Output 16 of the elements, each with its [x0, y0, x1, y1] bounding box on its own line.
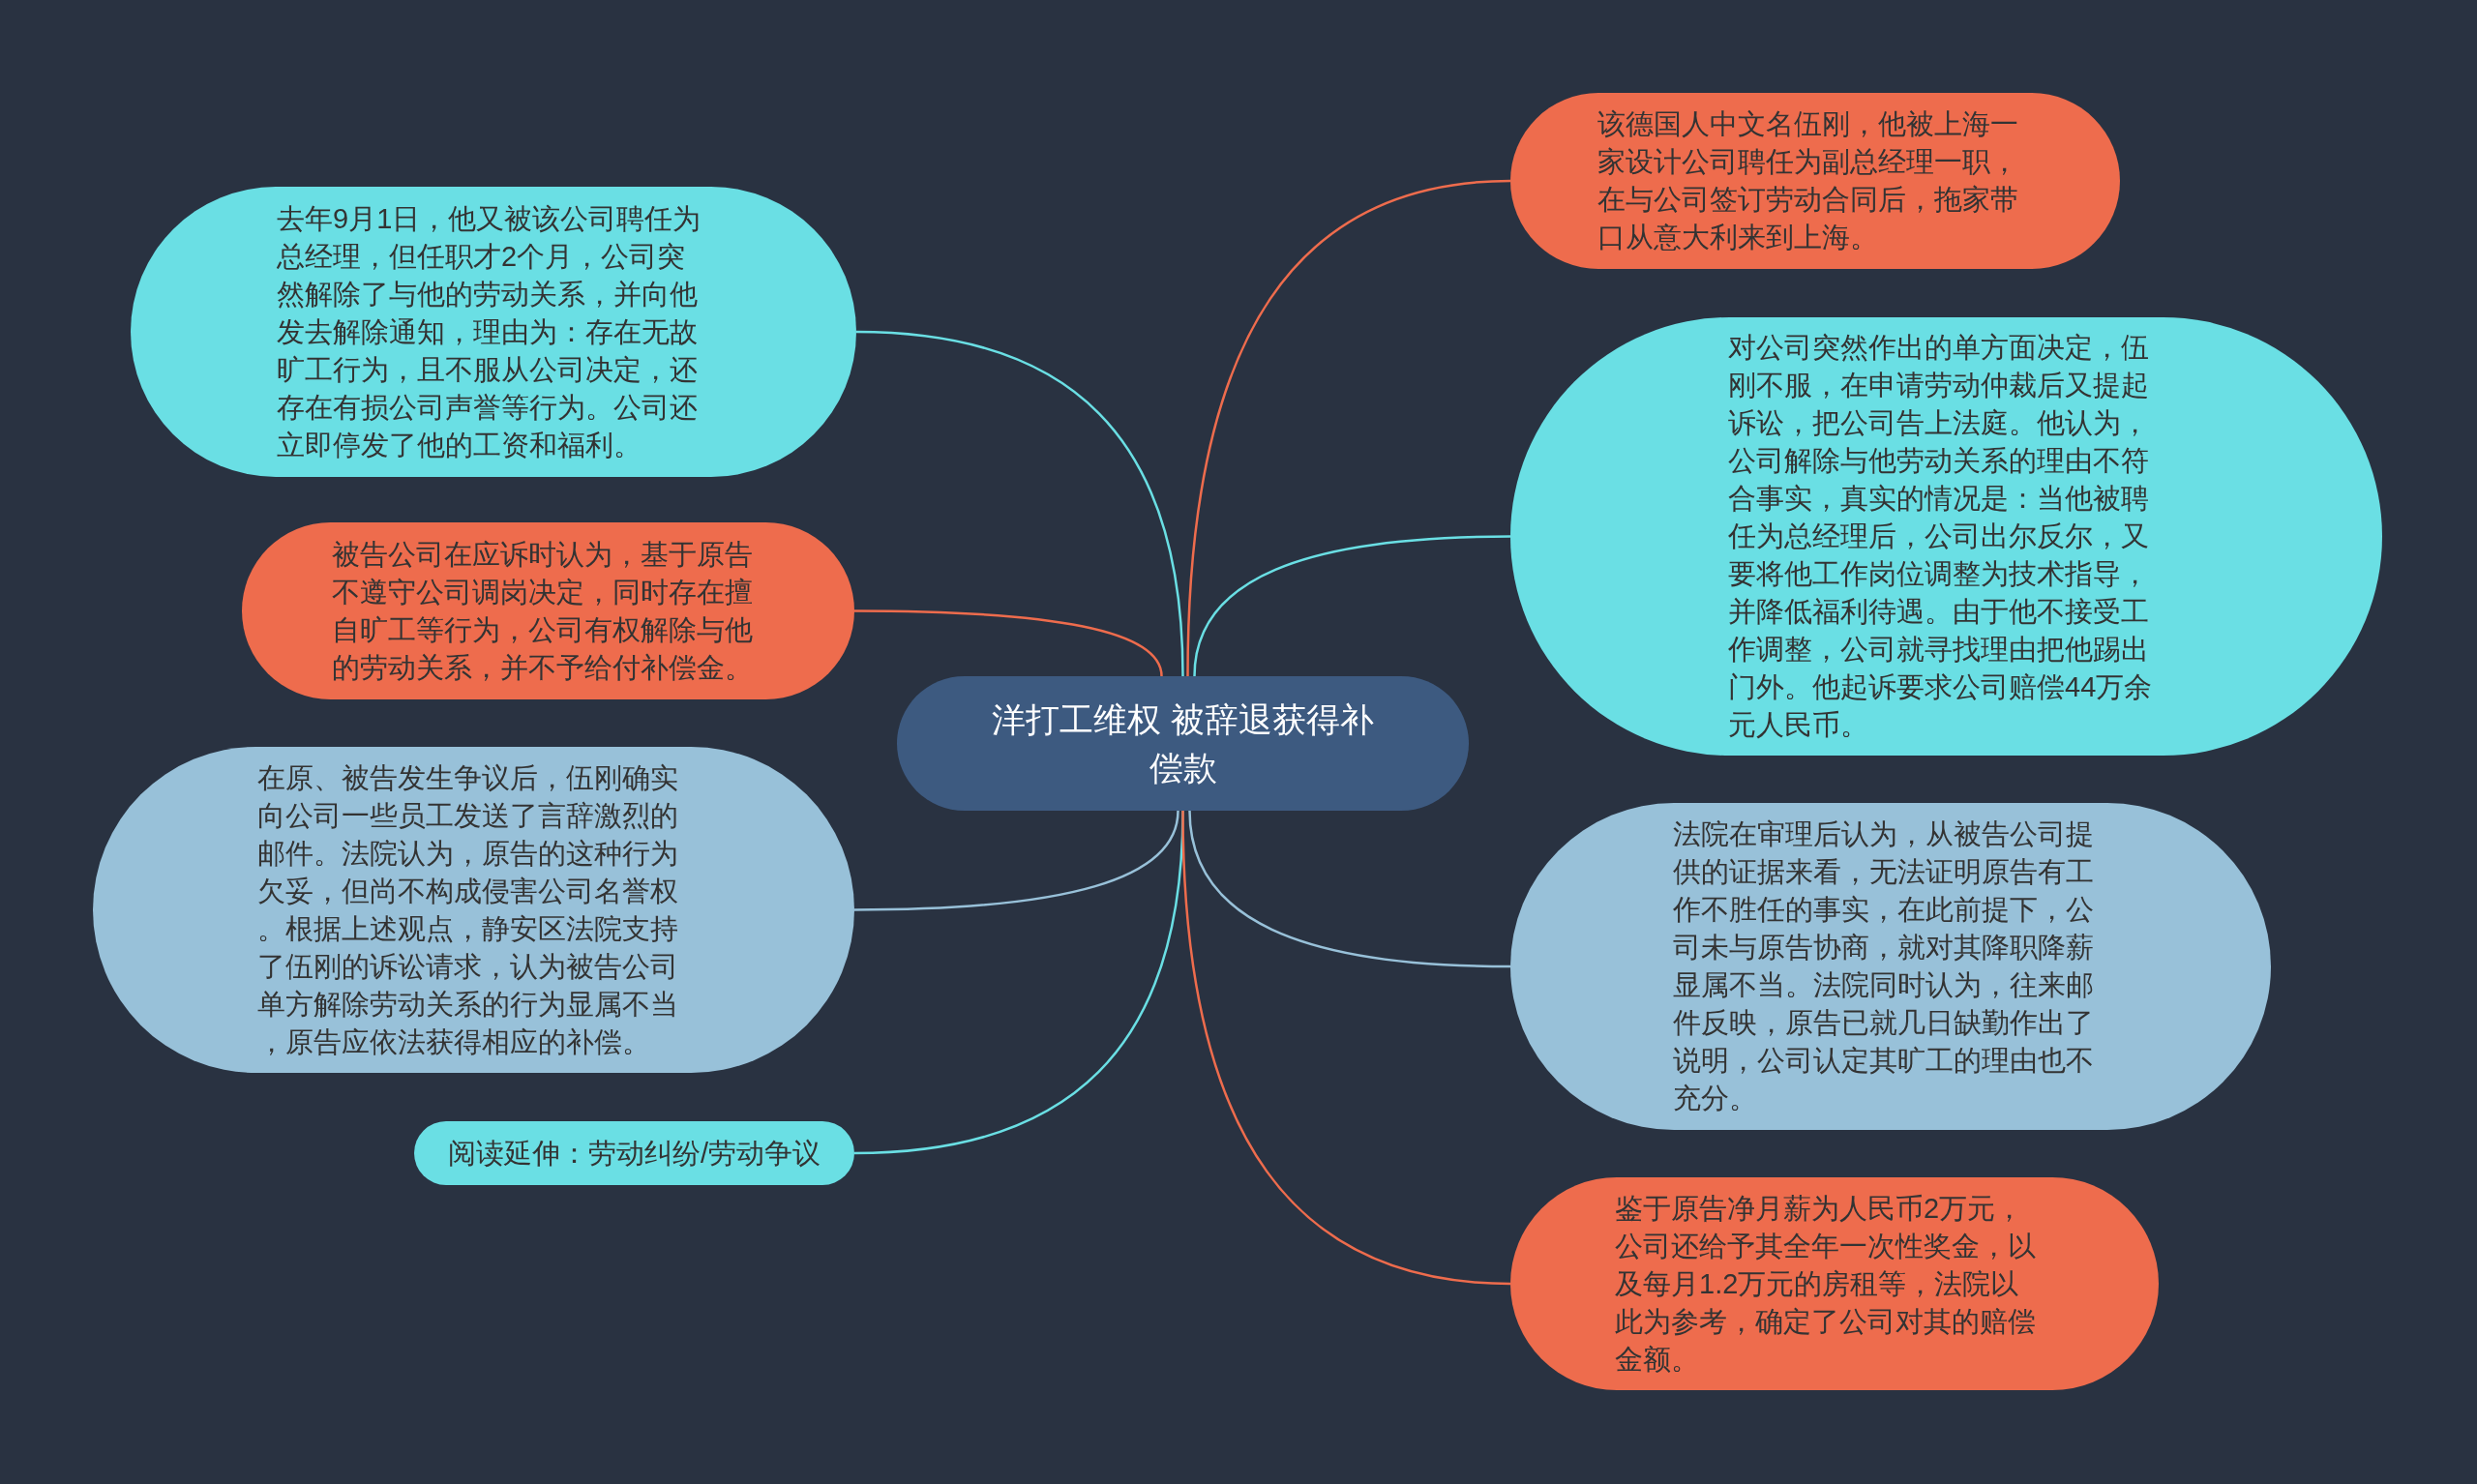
connector-line — [1186, 179, 1511, 677]
central-topic-text: 洋打工维权 被辞退获得补偿款 — [991, 698, 1375, 788]
topic-text: 在原、被告发生争议后，伍刚确实向公司一些员工发送了言辞激烈的邮件。法院认为，原告的这种行为欠妥，但尚不构成侵害公司名誉权。根据上述观点，静安区法院支持了伍刚的诉讼请求，认为被告公司单方解除劳动关系的行为显属不当，原告应依法获得相应的补偿。 — [257, 760, 679, 1059]
connector-line — [1193, 535, 1511, 677]
topic-text: 法院在审理后认为，从被告公司提供的证据来看，无法证明原告有工作不胜任的事实，在此前提下，公司未与原告协商，就对其降职降薪显属不当。法院同时认为，往来邮件反映，原告已就几日缺勤作出了说明，公司认定其旷工的理由也不充分。 — [1673, 817, 2095, 1115]
topic-text: 鉴于原告净月薪为人民币2万元，公司还给予其全年一次性奖金，以及每月1.2万元的房租等，法院以此为参考，确定了公司对其的赔偿金额。 — [1615, 1191, 2037, 1377]
connector-line — [1181, 810, 1511, 1286]
connector-line — [854, 810, 1179, 911]
topic-text: 阅读延伸：劳动纠纷/劳动争议 — [447, 1136, 821, 1171]
connector-line — [854, 609, 1163, 677]
topic-text: 被告公司在应诉时认为，基于原告不遵守公司调岗决定，同时存在擅自旷工等行为，公司有权解除与他的劳动关系，并不予给付补偿金。 — [332, 537, 754, 685]
topic-text: 去年9月1日，他又被该公司聘任为总经理，但任职才2个月，公司突然解除了与他的劳动关系，并向他发去解除通知，理由为：存在无故旷工行为，且不服从公司决定，还存在有损公司声誉等行为。公司还立即停发了他的工资和福利。 — [277, 201, 702, 462]
topic-text: 对公司突然作出的单方面决定，伍刚不服，在申请劳动仲裁后又提起诉讼，把公司告上法庭。他认为，公司解除与他劳动关系的理由不符合事实，真实的情况是：当他被聘任为总经理后，公司出尔反尔，又要将他工作岗位调整为技术指导，并降低福利待遇。由于他不接受工作调整，公司就寻找理由把他踢出门外。他起诉要求公司赔偿44万余元人民币。 — [1728, 331, 2154, 742]
connector-line — [855, 330, 1184, 677]
topic-text: 该德国人中文名伍刚，他被上海一家设计公司聘任为副总经理一职，在与公司签订劳动合同后，拖家带口从意大利来到上海。 — [1597, 107, 2019, 254]
connector-line — [1188, 810, 1511, 968]
